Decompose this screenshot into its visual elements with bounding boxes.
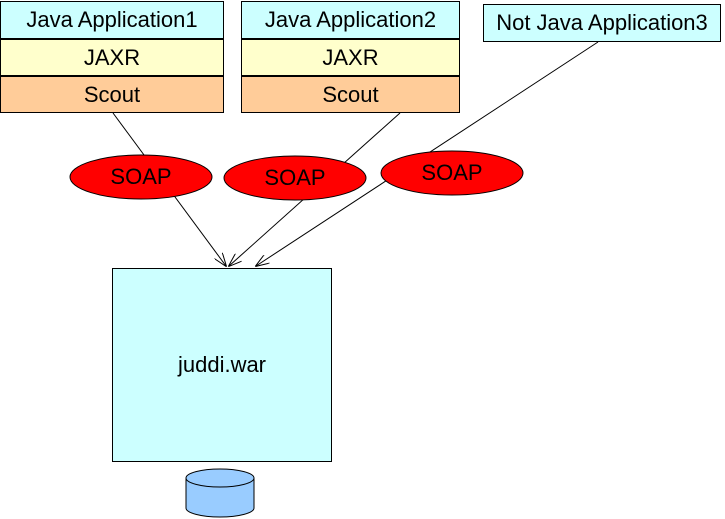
jaxr-label-2: JAXR [322,44,379,70]
soap-label-2: SOAP [264,165,326,190]
jaxr-layer-2: JAXR [241,39,460,76]
juddi-war-label: juddi.war [177,352,267,377]
java-app2-box: Java Application2 [241,1,460,39]
java-app1-box: Java Application1 [0,1,224,39]
jaxr-layer-1: JAXR [0,39,224,76]
juddi-war-box: juddi.war [112,268,332,462]
soap-label-3: SOAP [421,160,483,185]
not-java-app3-label: Not Java Application3 [496,10,708,35]
not-java-app3-box: Not Java Application3 [483,4,721,42]
jaxr-label-1: JAXR [83,44,141,70]
database-icon [185,468,255,518]
scout-layer-2: Scout [241,76,460,113]
soap-ellipse-3 [380,150,524,196]
soap-ellipse-1 [69,154,213,200]
scout-label-1: Scout [83,81,141,107]
java-app2-label: Java Application2 [264,7,437,32]
scout-label-2: Scout [322,81,379,107]
scout-layer-1: Scout [0,76,224,113]
java-app1-label: Java Application1 [26,7,198,32]
soap-label-1: SOAP [110,164,172,189]
soap-ellipse-2 [223,155,367,201]
